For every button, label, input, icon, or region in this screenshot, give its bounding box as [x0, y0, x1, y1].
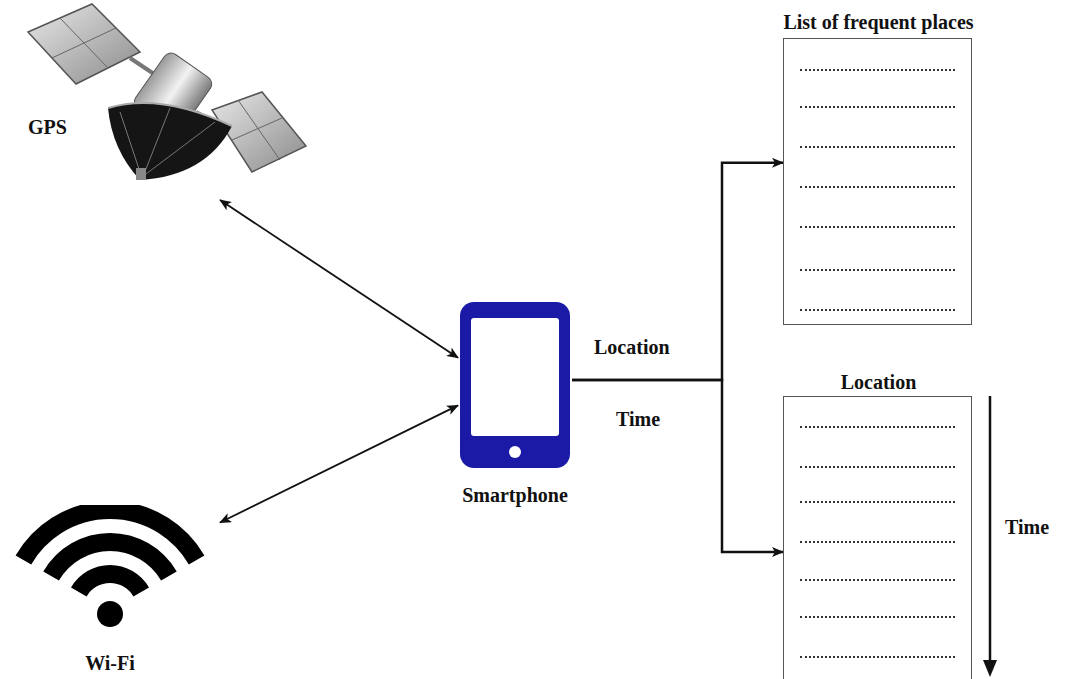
dotted-entry — [800, 186, 955, 188]
list-box: List of frequent places — [783, 38, 972, 325]
smartphone-icon: Smartphone — [458, 300, 572, 470]
dotted-entry — [800, 579, 955, 581]
dotted-entry — [800, 656, 955, 658]
dotted-entry — [800, 69, 955, 71]
dotted-entry — [800, 466, 955, 468]
list-heading: List of frequent places — [783, 11, 973, 33]
dotted-entry — [800, 106, 955, 108]
flow-label: Location — [594, 336, 670, 358]
flow-label: Time — [1005, 516, 1049, 538]
flow-label: Time — [616, 408, 660, 430]
connector — [572, 380, 783, 552]
gps-satellite: GPS — [20, 0, 310, 200]
list-box: Location — [783, 396, 972, 679]
dotted-entry — [800, 269, 955, 271]
node-label: Smartphone — [462, 484, 568, 506]
dotted-entry — [800, 146, 955, 148]
connector — [220, 405, 458, 522]
wifi-symbol: Wi-Fi — [0, 505, 220, 630]
dotted-entry — [800, 226, 955, 228]
node-label: Wi-Fi — [85, 652, 135, 674]
connector — [220, 200, 458, 358]
dotted-entry — [800, 426, 955, 428]
dotted-entry — [800, 309, 955, 311]
list-heading: Location — [841, 371, 917, 393]
connector — [572, 163, 783, 380]
dotted-entry — [800, 616, 955, 618]
node-label: GPS — [28, 116, 67, 138]
dotted-entry — [800, 541, 955, 543]
dotted-entry — [800, 501, 955, 503]
